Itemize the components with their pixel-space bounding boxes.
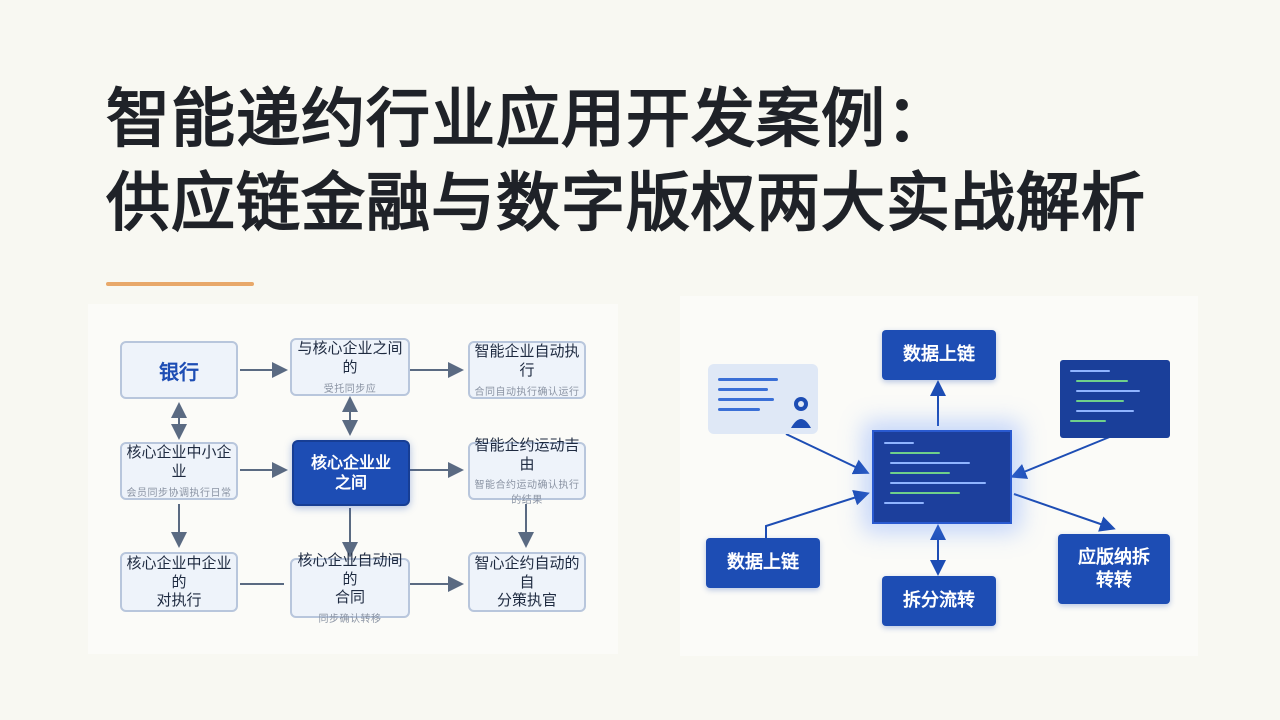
page-title-line-2: 供应链金融与数字版权两大实战解析 — [106, 167, 1146, 241]
node-smart-contract-run-sub: 智能合约运动确认执行的结果 — [474, 480, 580, 507]
user-avatar-icon — [791, 397, 811, 428]
node-core-enterprise-exec-label: 核心企业中企业的 对执行 — [126, 553, 232, 610]
node-split-transfer-label: 拆分流转 — [903, 590, 975, 612]
node-core-sme-sub: 会员同步协调执行日常 — [126, 487, 232, 499]
smart-contract-code-hub — [872, 430, 1012, 524]
node-core-sme: 核心企业中小企业 会员同步协调执行日常 — [120, 442, 238, 500]
node-core-relationship: 与核心企业之间的 受托同步应 — [290, 338, 410, 396]
node-bank-label: 银行 — [159, 359, 199, 384]
node-core-center-label: 核心企业业 之间 — [310, 453, 391, 492]
node-split-transfer: 拆分流转 — [882, 576, 996, 626]
code-window-icon — [1060, 360, 1170, 438]
node-smart-contract-run-label: 智能企约运动吉由 — [474, 435, 580, 473]
node-smart-auto-dist-label: 智心企约自动的自 分策执官 — [474, 553, 580, 610]
node-smart-contract-run: 智能企约运动吉由 智能合约运动确认执行的结果 — [468, 436, 586, 506]
node-core-sme-label: 核心企业中小企业 — [126, 443, 232, 480]
node-bank: 银行 — [120, 341, 238, 399]
title-accent-bar — [106, 282, 254, 286]
node-smart-auto-dist: 智心企约自动的自 分策执官 — [468, 552, 586, 612]
node-data-on-chain-top-label: 数据上链 — [903, 344, 975, 366]
node-core-center: 核心企业业 之间 — [292, 440, 410, 506]
node-core-auto-contract-sub: 同步确认转移 — [318, 614, 382, 626]
page-title-line-1: 智能递约行业应用开发案例： — [106, 83, 951, 157]
node-core-relationship-label: 与核心企业之间的 — [297, 339, 403, 376]
node-smart-execution-sub: 合同自动执行确认运行 — [474, 386, 580, 398]
node-core-auto-contract-label: 核心企业自动间的 合同 — [297, 550, 403, 607]
node-data-on-chain-left-label: 数据上链 — [727, 552, 799, 574]
node-core-auto-contract: 核心企业自动间的 合同 同步确认转移 — [290, 551, 410, 625]
node-copyright-split: 应版纳拆 转转 — [1058, 534, 1170, 604]
supply-chain-diagram: 银行 与核心企业之间的 受托同步应 智能企业自动执行 合同自动执行确认运行 核心… — [88, 304, 618, 654]
node-core-relationship-sub: 受托同步应 — [323, 383, 377, 395]
identity-card-icon — [708, 364, 818, 434]
node-copyright-split-label: 应版纳拆 转转 — [1078, 546, 1150, 591]
node-data-on-chain-top: 数据上链 — [882, 330, 996, 380]
node-smart-execution-label: 智能企业自动执行 — [474, 342, 580, 379]
copyright-diagram: 数据上链 数据上链 拆分流转 应版纳拆 转转 — [680, 296, 1198, 656]
node-smart-execution: 智能企业自动执行 合同自动执行确认运行 — [468, 341, 586, 399]
node-core-enterprise-exec: 核心企业中企业的 对执行 — [120, 552, 238, 612]
node-data-on-chain-left: 数据上链 — [706, 538, 820, 588]
